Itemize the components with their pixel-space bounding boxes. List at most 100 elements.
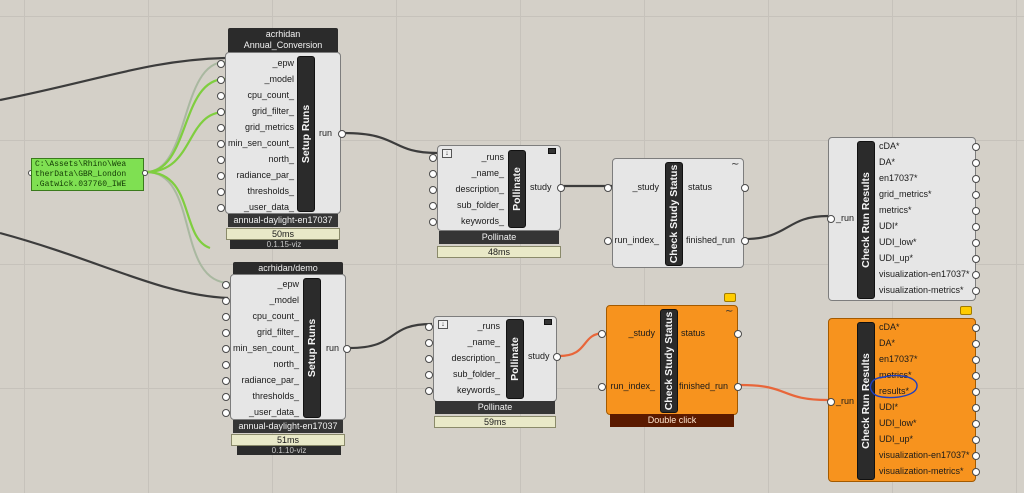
setup-runs-top-input-grid-metrics[interactable]: grid_metrics [217, 122, 294, 133]
check-results-top-output-en17037[interactable]: en17037* [879, 173, 980, 184]
warning-flag-icon[interactable] [724, 293, 736, 302]
wire-panel-to-grid-filter [145, 110, 226, 174]
pollinate-bottom-input-description[interactable]: description_ [425, 353, 500, 364]
setup-runs-bottom-input-model[interactable]: _model [222, 295, 299, 306]
setup-runs-bottom-input-epw[interactable]: _epw [222, 279, 299, 290]
check-results-top-output-cda[interactable]: cDA* [879, 141, 980, 152]
pollinate-top-component[interactable]: ↓ _runs _name_ description_ sub_folder_ … [429, 145, 565, 231]
panel-text-line-3: .Gatwick.037760_IWE [35, 180, 127, 189]
check-results-top-output-metrics[interactable]: metrics* [879, 205, 980, 216]
wire-panel-to-epw-bottom [145, 171, 231, 284]
setup-runs-top-input-thresholds[interactable]: thresholds_ [217, 186, 294, 197]
pollinate-top-input-keywords[interactable]: keywords_ [429, 216, 504, 227]
toggle-icon[interactable]: ∼ [731, 159, 740, 170]
setup-runs-top-input-cpu-count[interactable]: cpu_count_ [217, 90, 294, 101]
check-results-bottom-input-run[interactable]: _run [827, 396, 858, 407]
check-results-top-output-grid-metrics[interactable]: grid_metrics* [879, 189, 980, 200]
warning-flag-icon[interactable] [960, 306, 972, 315]
setup-runs-top-input-epw[interactable]: _epw [217, 58, 294, 69]
wire-run-to-pollinate-top [343, 131, 438, 155]
panel-text-line-2: therData\GBR_London [35, 170, 127, 179]
check-results-top-output-udi[interactable]: UDI* [879, 221, 980, 232]
pollinate-bottom-input-name[interactable]: _name_ [425, 337, 500, 348]
toggle-icon[interactable]: ∼ [725, 306, 734, 317]
setup-runs-top-input-model[interactable]: _model [217, 74, 294, 85]
wire-offscreen-2 [0, 231, 229, 300]
setup-runs-top-header: acrhidan Annual_Conversion [228, 28, 338, 52]
pollinate-top-footer: Pollinate [439, 231, 559, 244]
setup-runs-bottom-version: 0.1.10-viz [237, 446, 341, 455]
wire-offscreen-1 [0, 56, 226, 102]
check-status-top-input-study[interactable]: _study [604, 182, 659, 193]
check-results-bottom-output-visualization-en17037[interactable]: visualization-en17037* [879, 450, 980, 460]
check-results-top-output-udi-up[interactable]: UDI_up* [879, 253, 980, 264]
setup-runs-bottom-input-north[interactable]: north_ [222, 359, 299, 370]
check-status-bottom-component[interactable]: ∼ _study run_index_ Check Study Status s… [598, 305, 742, 415]
wire-panel-to-model-bottom [145, 170, 211, 250]
setup-runs-top-input-min-sen-count[interactable]: min_sen_count_ [217, 138, 294, 148]
setup-runs-bottom-input-grid-filter[interactable]: grid_filter_ [222, 327, 299, 338]
check-status-top-component[interactable]: ∼ _study run_index_ Check Study Status s… [604, 158, 749, 268]
check-status-bottom-input-run-index[interactable]: run_index_ [598, 381, 655, 392]
setup-runs-bottom-output-run[interactable]: run [326, 343, 351, 354]
setup-runs-top-input-grid-filter[interactable]: grid_filter_ [217, 106, 294, 117]
check-status-bottom-output-status[interactable]: status [681, 328, 742, 339]
pollinate-bottom-component[interactable]: ↓ _runs _name_ description_ sub_folder_ … [425, 316, 561, 402]
pollinate-bottom-output-study[interactable]: study [528, 351, 561, 362]
check-results-bottom-output-udi-up[interactable]: UDI_up* [879, 434, 980, 445]
pollinate-bottom-title-strip: Pollinate [506, 319, 524, 399]
check-results-bottom-output-results[interactable]: results* [879, 386, 980, 397]
setup-runs-top-timer: 50ms [226, 228, 340, 240]
display-icon [548, 148, 556, 154]
pollinate-bottom-input-runs[interactable]: _runs [425, 321, 500, 332]
check-results-top-input-run[interactable]: _run [827, 213, 858, 224]
download-icon[interactable]: ↓ [442, 149, 452, 158]
panel-output-grip[interactable] [142, 170, 148, 176]
setup-runs-top-input-radiance-par[interactable]: radiance_par_ [217, 170, 294, 181]
check-results-bottom-output-cda[interactable]: cDA* [879, 322, 980, 333]
check-results-bottom-output-da[interactable]: DA* [879, 338, 980, 349]
check-status-bottom-footer[interactable]: Double click [610, 414, 734, 427]
setup-runs-bottom-input-thresholds[interactable]: thresholds_ [222, 391, 299, 402]
pollinate-top-timer: 48ms [437, 246, 561, 258]
setup-runs-top-input-user-data[interactable]: _user_data_ [217, 202, 294, 213]
pollinate-top-output-study[interactable]: study [530, 182, 565, 193]
download-icon[interactable]: ↓ [438, 320, 448, 329]
setup-runs-top-owner: acrhidan [265, 29, 301, 39]
setup-runs-bottom-input-cpu-count[interactable]: cpu_count_ [222, 311, 299, 322]
check-status-top-output-finished-run[interactable]: finished_run [686, 235, 749, 246]
pollinate-bottom-input-sub-folder[interactable]: sub_folder_ [425, 369, 500, 380]
setup-runs-bottom-component[interactable]: _epw _model cpu_count_ grid_filter_ min_… [222, 274, 351, 420]
pollinate-bottom-input-keywords[interactable]: keywords_ [425, 385, 500, 396]
check-results-bottom-component[interactable]: _run Check Run Results cDA* DA* en17037*… [827, 318, 980, 482]
check-results-bottom-output-visualization-metrics[interactable]: visualization-metrics* [879, 466, 980, 477]
check-results-top-output-da[interactable]: DA* [879, 157, 980, 168]
file-path-panel[interactable]: C:\Assets\Rhino\Wea therData\GBR_London … [31, 158, 144, 191]
check-results-top-output-visualization-metrics[interactable]: visualization-metrics* [879, 285, 980, 296]
panel-text-line-1: C:\Assets\Rhino\Wea [35, 160, 127, 169]
check-status-top-output-status[interactable]: status [688, 182, 749, 193]
pollinate-top-input-name[interactable]: _name_ [429, 168, 504, 179]
check-status-top-input-run-index[interactable]: run_index_ [604, 235, 659, 245]
check-status-bottom-output-finished-run[interactable]: finished_run [679, 381, 742, 392]
setup-runs-bottom-input-min-sen-count[interactable]: min_sen_count_ [222, 343, 299, 353]
setup-runs-top-output-run[interactable]: run [319, 128, 346, 139]
check-results-top-title: Check Run Results [860, 172, 872, 268]
setup-runs-top-component[interactable]: _epw _model cpu_count_ grid_filter_ grid… [217, 52, 346, 214]
setup-runs-top-name: Annual_Conversion [243, 40, 323, 50]
setup-runs-bottom-input-user-data[interactable]: _user_data_ [222, 407, 299, 418]
pollinate-top-input-description[interactable]: description_ [429, 184, 504, 195]
check-results-top-component[interactable]: _run Check Run Results cDA* DA* en17037*… [827, 137, 980, 301]
check-results-bottom-output-udi-low[interactable]: UDI_low* [879, 418, 980, 429]
check-results-bottom-output-udi[interactable]: UDI* [879, 402, 980, 413]
pollinate-top-input-runs[interactable]: _runs [429, 152, 504, 163]
pollinate-top-input-sub-folder[interactable]: sub_folder_ [429, 200, 504, 211]
setup-runs-top-input-north[interactable]: north_ [217, 154, 294, 165]
check-status-bottom-input-study[interactable]: _study [598, 328, 655, 339]
check-results-top-output-visualization-en17037[interactable]: visualization-en17037* [879, 269, 980, 279]
check-results-top-output-udi-low[interactable]: UDI_low* [879, 237, 980, 248]
wire-finished-to-results-bottom [740, 383, 829, 402]
check-results-bottom-output-en17037[interactable]: en17037* [879, 354, 980, 365]
setup-runs-bottom-input-radiance-par[interactable]: radiance_par_ [222, 375, 299, 386]
